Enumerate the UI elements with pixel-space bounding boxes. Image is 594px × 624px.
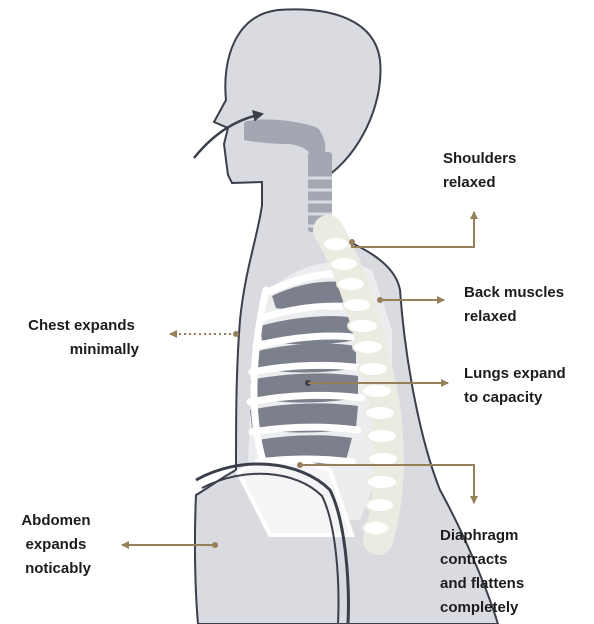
chest-label: Chest expands minimally	[28, 317, 140, 358]
chest-pointer	[170, 331, 239, 337]
lungs-label: Lungs expand to capacity	[464, 365, 570, 406]
shoulders-pointer	[349, 212, 474, 247]
shoulders-label: Shoulders relaxed	[443, 150, 521, 191]
abdomen-label: Abdomen expands noticably	[21, 512, 94, 577]
back-muscles-label: Back muscles relaxed	[464, 284, 568, 325]
